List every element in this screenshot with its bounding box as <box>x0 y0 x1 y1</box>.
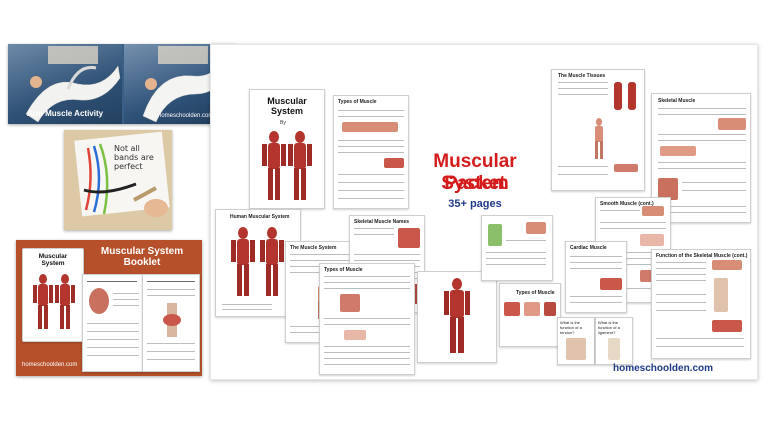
cardiac-thumb <box>600 278 622 290</box>
arm-activity-photo: Arm Muscle Activity homeschoolden.com <box>8 44 236 124</box>
sheet-types-of-muscle: Types of Muscle <box>333 95 409 209</box>
bands-photo: Not all bands are perfect <box>64 130 172 230</box>
packet-cover-sheet: Muscular System By <box>249 89 325 209</box>
arm-muscle-thumb <box>342 122 398 132</box>
tissue-thumb <box>384 158 404 168</box>
booklet-page-right <box>142 274 200 372</box>
types-thumb-1 <box>340 294 360 312</box>
tissues-thumb <box>614 164 638 172</box>
middle-thumb-green <box>488 224 502 246</box>
middle-thumb-red <box>526 222 546 234</box>
booklet-cover: Muscular System <box>22 248 84 342</box>
middle2-thumb-1 <box>504 302 520 316</box>
smooth-thumb-1 <box>642 206 664 216</box>
arm-activity-caption: Arm Muscle Activity <box>26 109 104 118</box>
types-thumb-2 <box>344 330 366 340</box>
sheet-cardiac-muscle-title: Cardiac Muscle <box>570 245 607 251</box>
tendon-thumb <box>566 338 586 360</box>
muscle-names-thumb <box>398 228 420 248</box>
function-thumb-1 <box>712 260 742 270</box>
sheet-cardiac-muscle: Cardiac Muscle <box>565 241 627 313</box>
booklet-site: homeschoolden.com <box>22 362 78 368</box>
sheet-function-skeletal-title: Function of the Skeletal Muscle (cont.) <box>656 253 748 259</box>
bands-note: Not all bands are perfect <box>114 144 154 171</box>
sheet-function-skeletal: Function of the Skeletal Muscle (cont.) <box>651 249 751 359</box>
sheet-muscle-system-title: The Muscle System <box>290 245 337 251</box>
sheet-smooth-muscle-title: Smooth Muscle (cont.) <box>600 201 654 207</box>
function-thumb-3 <box>712 320 742 332</box>
bands-illustration <box>64 130 172 230</box>
packet-panel: Muscular System By Types of Muscle Human… <box>210 44 758 380</box>
packet-site: homeschoolden.com <box>613 363 714 374</box>
sheet-middle-2: Types of Muscle <box>499 283 561 347</box>
sheet-muscle-tissues: The Muscle Tissues <box>551 69 645 191</box>
skeletal-thumb-2 <box>660 146 696 156</box>
sheet-middle-1 <box>481 215 553 281</box>
booklet-photo: Muscular System Booklet Muscular System <box>16 240 202 376</box>
sheet-skeletal-muscle-title: Skeletal Muscle <box>658 98 696 104</box>
packet-cover-title: Muscular System <box>267 96 307 116</box>
booklet-cover-figures <box>33 274 75 329</box>
function-knee-thumb <box>714 278 728 312</box>
sheet-skeletal-muscle-names-title: Skeletal Muscle Names <box>354 219 410 225</box>
booklet-title: Muscular System Booklet <box>100 246 184 268</box>
packet-pages: 35+ pages <box>448 198 502 210</box>
skeletal-thumb-1 <box>718 118 746 130</box>
sheet-human-muscular-system-title: Human Muscular System <box>230 214 290 220</box>
cover-muscle-figures <box>262 131 312 200</box>
paper-arm-illustration <box>25 46 231 123</box>
sheet-types-of-muscle-title: Types of Muscle <box>338 99 377 105</box>
middle2-thumb-3 <box>544 302 556 316</box>
packet-title-line2: Packet <box>444 173 506 194</box>
booklet-face-image <box>89 288 109 314</box>
sheet-muscle-tissues-title: The Muscle Tissues <box>558 73 606 79</box>
middle2-thumb-2 <box>524 302 540 316</box>
human-figures <box>231 227 284 296</box>
sheet-middle-2-title: Types of Muscle <box>516 290 555 296</box>
tendon-question: What is the function of a tendon? <box>560 320 582 335</box>
booklet-page-left <box>82 274 144 372</box>
sheet-ligament: What is the function of a ligament? <box>595 317 633 365</box>
sheet-big-figure <box>417 271 497 363</box>
sheet-types-of-muscle-2-title: Types of Muscle <box>324 267 363 273</box>
skeletal-face-thumb <box>658 178 678 200</box>
smooth-thumb-2 <box>640 234 664 246</box>
packet-cover-by: By <box>280 120 286 126</box>
packet-title-line1: Muscular System <box>433 151 517 194</box>
booklet-knee-image <box>163 303 181 337</box>
booklet-cover-title: Muscular System <box>38 253 68 267</box>
tissues-figures <box>614 82 636 110</box>
arm-activity-site: homeschoolden.com <box>158 113 214 119</box>
tissues-figure-main <box>595 118 603 159</box>
ligament-thumb <box>608 338 620 360</box>
sheet-types-of-muscle-2: Types of Muscle <box>319 263 415 375</box>
big-muscle-figure <box>444 278 470 353</box>
ligament-question: What is the function of a ligament? <box>598 320 620 335</box>
sheet-tendon: What is the function of a tendon? <box>557 317 595 365</box>
